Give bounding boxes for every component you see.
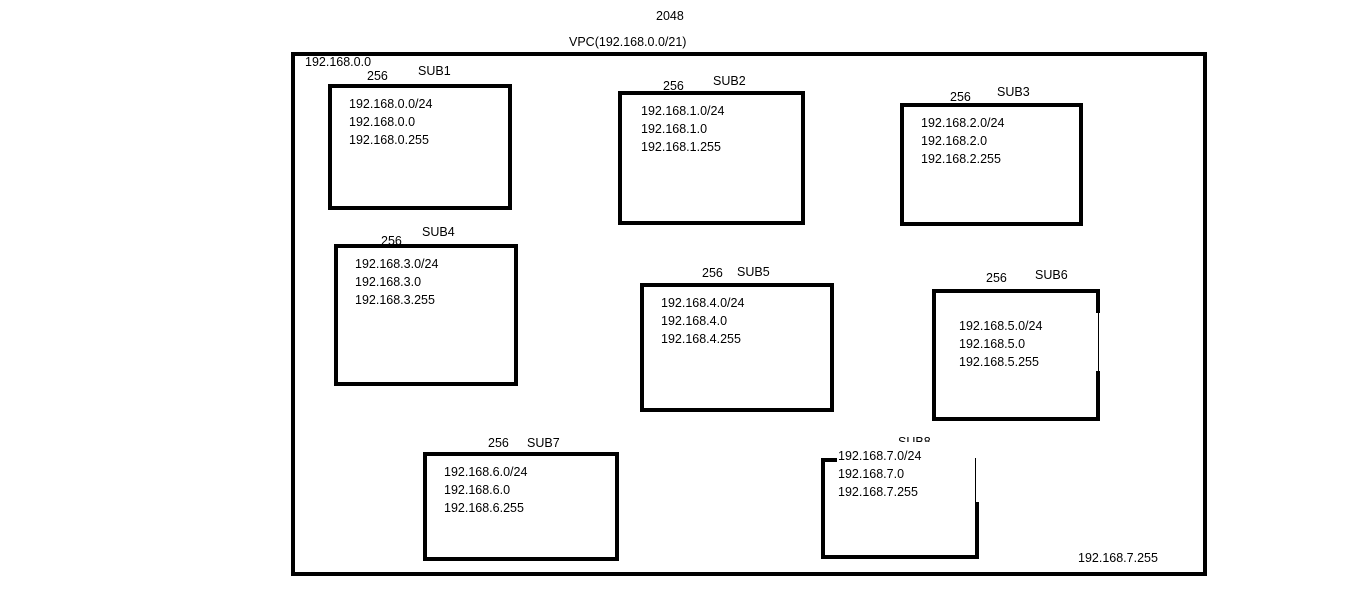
sub6-cidr: 192.168.5.0/24 [959,319,1043,333]
sub8-right-thin-segment [975,458,976,502]
vpc-label: VPC(192.168.0.0/21) [569,35,687,49]
sub8-cidr: 192.168.7.0/24 [838,449,922,463]
subnet-box-sub4: 192.168.3.0/24 192.168.3.0 192.168.3.255 [334,244,518,386]
subnet-box-sub3: 192.168.2.0/24 192.168.2.0 192.168.2.255 [900,103,1083,226]
sub5-cidr: 192.168.4.0/24 [661,296,745,310]
sub7-size: 256 [488,436,509,450]
total-address-count: 2048 [656,9,684,23]
sub6-name: SUB6 [1035,268,1068,282]
sub3-size: 256 [950,90,971,104]
sub8-right-border [975,502,979,559]
sub6-last-address: 192.168.5.255 [959,355,1039,369]
sub2-cidr: 192.168.1.0/24 [641,104,725,118]
vpc-end-address: 192.168.7.255 [1078,551,1158,565]
sub7-last-address: 192.168.6.255 [444,501,524,515]
subnet-box-sub8 [821,458,979,559]
vpc-start-address: 192.168.0.0 [305,55,372,69]
sub8-last-address: 192.168.7.255 [838,485,918,499]
sub2-size: 256 [663,79,684,93]
sub1-last-address: 192.168.0.255 [349,133,429,147]
sub2-first-address: 192.168.1.0 [641,122,708,136]
sub6-first-address: 192.168.5.0 [959,337,1026,351]
sub3-cidr: 192.168.2.0/24 [921,116,1005,130]
sub8-name-clipped: SUB8 [898,435,931,442]
sub1-name: SUB1 [418,64,451,78]
subnet-box-sub2: 192.168.1.0/24 192.168.1.0 192.168.1.255 [618,91,805,225]
subnet-box-sub1: 192.168.0.0/24 192.168.0.0 192.168.0.255 [328,84,512,210]
sub7-name: SUB7 [527,436,560,450]
vpc-box [291,52,1207,576]
sub4-last-address: 192.168.3.255 [355,293,435,307]
sub5-last-address: 192.168.4.255 [661,332,741,346]
sub3-last-address: 192.168.2.255 [921,152,1001,166]
sub3-name: SUB3 [997,85,1030,99]
sub4-cidr: 192.168.3.0/24 [355,257,439,271]
sub7-first-address: 192.168.6.0 [444,483,511,497]
sub7-cidr: 192.168.6.0/24 [444,465,528,479]
sub8-top-border-stub [821,458,837,462]
sub1-cidr: 192.168.0.0/24 [349,97,433,111]
sub2-name: SUB2 [713,74,746,88]
sub4-first-address: 192.168.3.0 [355,275,422,289]
sub4-name: SUB4 [422,225,455,239]
sub5-first-address: 192.168.4.0 [661,314,728,328]
sub5-name: SUB5 [737,265,770,279]
subnet-box-sub6: 192.168.5.0/24 192.168.5.0 192.168.5.255 [932,289,1100,421]
sub3-first-address: 192.168.2.0 [921,134,988,148]
sub8-first-address: 192.168.7.0 [838,467,905,481]
sub2-last-address: 192.168.1.255 [641,140,721,154]
sub6-border-thin-segment [1098,313,1099,371]
sub1-first-address: 192.168.0.0 [349,115,416,129]
sub5-size: 256 [702,266,723,280]
sub1-size: 256 [367,69,388,83]
subnet-box-sub7: 192.168.6.0/24 192.168.6.0 192.168.6.255 [423,452,619,561]
sub8-lines: 192.168.7.0/24 192.168.7.0 192.168.7.255 [838,447,921,501]
subnet-box-sub5: 192.168.4.0/24 192.168.4.0 192.168.4.255 [640,283,834,412]
sub6-size: 256 [986,271,1007,285]
